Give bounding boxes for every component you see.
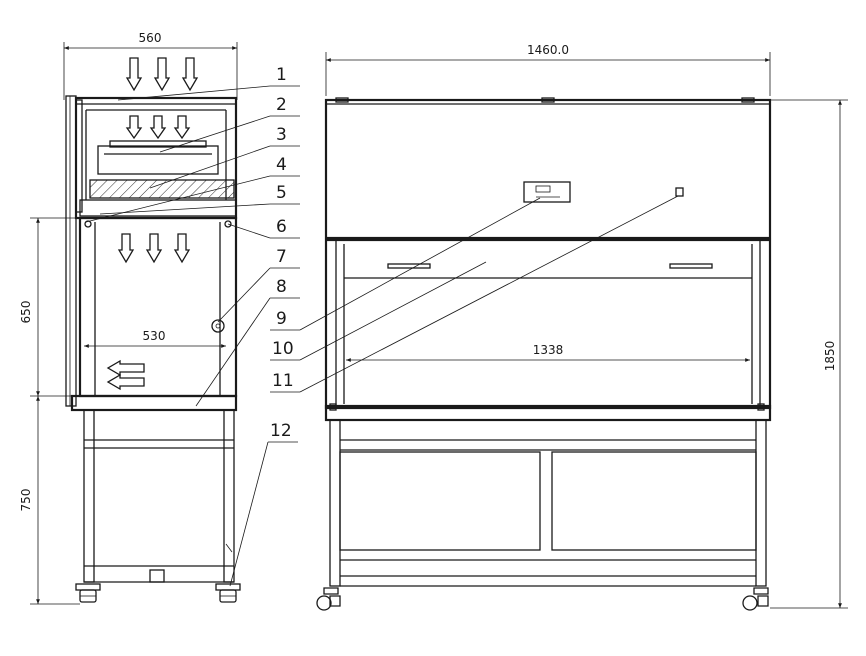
hepa-filter — [89, 179, 235, 199]
blower-unit — [97, 145, 219, 175]
side-stand — [83, 409, 235, 583]
intake-airflow-arrows — [125, 57, 199, 92]
callout-2: 2 — [276, 95, 287, 115]
front-sash — [65, 95, 77, 407]
inner-airflow-arrows — [125, 115, 191, 140]
sash-handle-right — [669, 263, 713, 269]
callout-5: 5 — [276, 183, 287, 203]
callout-10: 10 — [272, 339, 294, 359]
dim-total-height: 1850 — [823, 341, 837, 372]
dim-front-width: 1460.0 — [527, 43, 569, 57]
callout-4: 4 — [276, 155, 287, 175]
dim-stand-height: 750 — [19, 489, 33, 512]
dim-inner-width: 1338 — [533, 343, 564, 357]
callout-3: 3 — [276, 125, 287, 145]
dim-work-height: 650 — [19, 301, 33, 324]
callout-1: 1 — [276, 65, 287, 85]
callout-9: 9 — [276, 309, 287, 329]
front-work-surface — [324, 404, 772, 422]
work-table — [70, 394, 238, 412]
callout-6: 6 — [276, 217, 287, 237]
return-air-arrows — [106, 359, 145, 391]
power-socket — [211, 319, 225, 333]
light-switch — [675, 187, 684, 197]
downflow-arrows — [117, 233, 191, 264]
dim-side-width: 560 — [139, 31, 162, 45]
front-sash-window — [324, 238, 772, 410]
front-casters — [316, 587, 769, 611]
side-view: 560 — [19, 31, 241, 605]
callout-8: 8 — [276, 277, 287, 297]
callout-7: 7 — [276, 247, 287, 267]
front-stand — [329, 419, 767, 587]
callout-11: 11 — [272, 371, 294, 391]
callout-12: 12 — [270, 421, 292, 441]
control-panel — [523, 181, 571, 203]
side-casters — [75, 583, 241, 603]
front-upper-panel — [324, 98, 772, 240]
front-view: 1460.0 1338 — [316, 43, 848, 611]
dim-inner-depth: 530 — [143, 329, 166, 343]
sash-handle-left — [387, 263, 431, 269]
callouts: 1 2 3 4 5 6 7 8 9 10 11 12 — [85, 65, 679, 587]
